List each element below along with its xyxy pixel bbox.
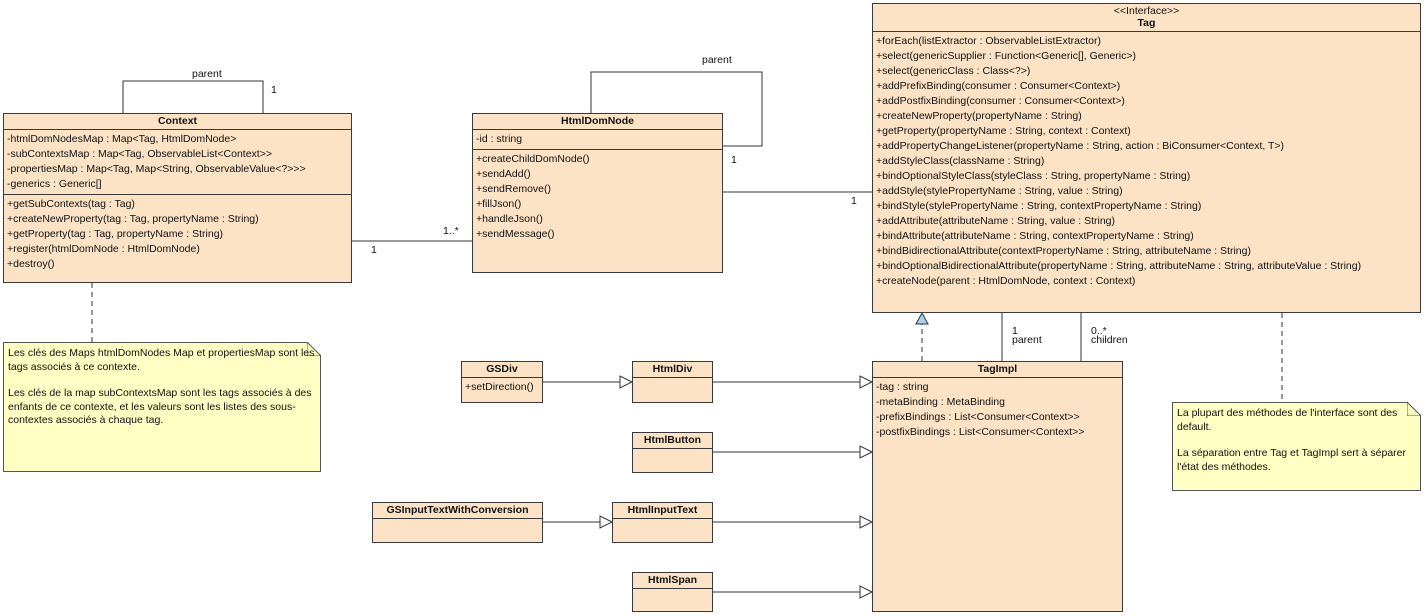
children-multiplicity: 0..* xyxy=(1091,325,1107,337)
class-name: HtmlDiv xyxy=(633,362,712,378)
class-name: Tag xyxy=(1137,17,1156,29)
method: +forEach(listExtractor : ObservableListE… xyxy=(876,35,1101,47)
note-paragraph: Les clés de la map subContextsMap sont l… xyxy=(8,387,312,426)
attribute: -subContextsMap : Map<Tag, ObservableLis… xyxy=(7,148,272,160)
generalization-arrowhead xyxy=(619,375,634,389)
method: +sendMessage() xyxy=(476,228,555,240)
note-fold-icon xyxy=(307,342,321,356)
method: +createNewProperty(propertyName : String… xyxy=(876,110,1082,122)
method: +addPrefixBinding(consumer : Consumer<Co… xyxy=(876,80,1121,92)
htmlinputtext-class[interactable]: HtmlInputText xyxy=(612,502,713,543)
context-parent-association[interactable] xyxy=(122,80,264,113)
attribute: -postfixBindings : List<Consumer<Context… xyxy=(876,426,1085,438)
method: +sendRemove() xyxy=(476,183,551,195)
method: +getProperty(propertyName : String, cont… xyxy=(876,125,1131,137)
htmldomnode-self-multiplicity: 1 xyxy=(731,154,737,166)
context-class[interactable]: Context -htmlDomNodesMap : Map<Tag, Html… xyxy=(3,113,352,283)
attribute: -propertiesMap : Map<Tag, Map<String, Ob… xyxy=(7,163,306,175)
note-fold-icon xyxy=(1407,402,1421,416)
htmldomnode-self-role-label: parent xyxy=(702,54,732,66)
method: +select(genericClass : Class<?>) xyxy=(876,65,1031,77)
generalization-arrowhead xyxy=(859,515,874,529)
attribute: -prefixBindings : List<Consumer<Context>… xyxy=(876,411,1080,423)
context-note[interactable]: Les clés des Maps htmlDomNodes Map et pr… xyxy=(3,342,321,472)
context-self-role-label: parent xyxy=(192,68,222,80)
attribute: -htmlDomNodesMap : Map<Tag, HtmlDomNode> xyxy=(7,133,237,145)
method: +register(htmlDomNode : HtmlDomNode) xyxy=(7,243,200,255)
attribute: -metaBinding : MetaBinding xyxy=(876,396,1005,408)
parent-multiplicity: 1 xyxy=(1012,325,1018,337)
gsdiv-class[interactable]: GSDiv +setDirection() xyxy=(461,361,543,403)
htmlspan-class[interactable]: HtmlSpan xyxy=(632,572,713,612)
class-name: HtmlDomNode xyxy=(473,114,722,130)
attributes-section: -id : string xyxy=(473,130,722,150)
method: +bindStyle(stylePropertyName : String, c… xyxy=(876,200,1202,212)
method: +createNewProperty(tag : Tag, propertyNa… xyxy=(7,213,259,225)
note-paragraph: La séparation entre Tag et TagImpl sert … xyxy=(1177,447,1407,473)
realization-arrowhead xyxy=(915,311,929,325)
note-paragraph: Les clés des Maps htmlDomNodes Map et pr… xyxy=(8,347,315,373)
method: +handleJson() xyxy=(476,213,543,225)
attribute: -tag : string xyxy=(876,381,929,393)
context-self-multiplicity: 1 xyxy=(271,84,277,96)
method: +addStyle(stylePropertyName : String, va… xyxy=(876,185,1123,197)
class-name: GSInputTextWithConversion xyxy=(373,503,542,519)
method: +getProperty(tag : Tag, propertyName : S… xyxy=(7,228,224,240)
methods-section: +getSubContexts(tag : Tag) +createNewPro… xyxy=(4,195,351,274)
method: +addStyleClass(className : String) xyxy=(876,155,1045,167)
interface-header: <<Interface>> Tag xyxy=(873,4,1420,32)
class-name: TagImpl xyxy=(873,362,1122,378)
tagimpl-class[interactable]: TagImpl -tag : string -metaBinding : Met… xyxy=(872,361,1123,612)
method: +destroy() xyxy=(7,258,55,270)
tag-note[interactable]: La plupart des méthodes de l'interface s… xyxy=(1172,402,1421,491)
methods-section: +createChildDomNode() +sendAdd() +sendRe… xyxy=(473,150,722,244)
method: +addPropertyChangeListener(propertyName … xyxy=(876,140,1285,152)
method: +addAttribute(attributeName : String, va… xyxy=(876,215,1115,227)
parent-role-label: parent xyxy=(1012,334,1042,346)
attributes-section: -tag : string -metaBinding : MetaBinding… xyxy=(873,378,1122,442)
method: +setDirection() xyxy=(465,381,534,393)
generalization-arrowhead xyxy=(859,445,874,459)
class-name: GSDiv xyxy=(462,362,542,378)
method: +sendAdd() xyxy=(476,168,531,180)
method: +select(genericSupplier : Function<Gener… xyxy=(876,50,1137,62)
class-name: Context xyxy=(4,114,351,130)
attribute: -id : string xyxy=(476,133,523,145)
method: +createChildDomNode() xyxy=(476,153,590,165)
method: +fillJson() xyxy=(476,198,522,210)
note-paragraph: La plupart des méthodes de l'interface s… xyxy=(1177,407,1398,433)
class-name: HtmlSpan xyxy=(633,573,712,589)
htmlbutton-class[interactable]: HtmlButton xyxy=(632,432,713,473)
methods-section: +forEach(listExtractor : ObservableListE… xyxy=(873,32,1420,291)
context-side-multiplicity: 1 xyxy=(371,244,377,256)
method: +createNode(parent : HtmlDomNode, contex… xyxy=(876,275,1136,287)
generalization-arrowhead xyxy=(859,375,874,389)
class-name: HtmlButton xyxy=(633,433,712,449)
method: +bindOptionalBidirectionalAttribute(prop… xyxy=(876,260,1362,272)
generalization-arrowhead xyxy=(599,515,614,529)
tag-interface[interactable]: <<Interface>> Tag +forEach(listExtractor… xyxy=(872,3,1421,313)
method: +getSubContexts(tag : Tag) xyxy=(7,198,135,210)
attributes-section: -htmlDomNodesMap : Map<Tag, HtmlDomNode>… xyxy=(4,130,351,195)
gsinputtextwithconversion-class[interactable]: GSInputTextWithConversion xyxy=(372,502,543,543)
generalization-arrowhead xyxy=(859,585,874,599)
methods-section: +setDirection() xyxy=(462,378,542,397)
tag-side-multiplicity: 1 xyxy=(851,195,857,207)
htmldomnode-class[interactable]: HtmlDomNode -id : string +createChildDom… xyxy=(472,113,723,273)
method: +bindOptionalStyleClass(styleClass : Str… xyxy=(876,170,1191,182)
method: +bindAttribute(attributeName : String, c… xyxy=(876,230,1194,242)
method: +bindBidirectionalAttribute(contextPrope… xyxy=(876,245,1251,257)
class-name: HtmlInputText xyxy=(613,503,712,519)
htmldiv-class[interactable]: HtmlDiv xyxy=(632,361,713,403)
children-role-label: children xyxy=(1091,334,1128,346)
stereotype-label: <<Interface>> xyxy=(1113,5,1180,17)
attribute: -generics : Generic[] xyxy=(7,178,102,190)
method: +addPostfixBinding(consumer : Consumer<C… xyxy=(876,95,1125,107)
htmldomnode-parent-association[interactable] xyxy=(590,71,763,147)
htmldomnode-side-multiplicity: 1..* xyxy=(443,225,459,237)
